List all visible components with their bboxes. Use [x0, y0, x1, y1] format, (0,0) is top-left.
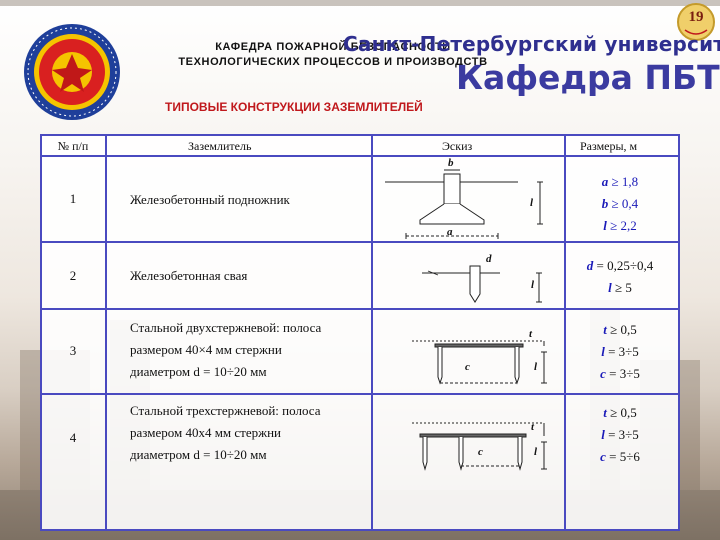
row-1-dim-a: a ≥ 1,8	[601, 174, 639, 189]
row-1-label-a: a	[447, 226, 453, 238]
row-1-label-b: b	[448, 157, 454, 169]
row-4-dim-t: t ≥ 0,5	[603, 405, 637, 420]
row-1-name: Железобетонный подножник	[130, 192, 290, 207]
col-header-grounding: Заземлитель	[188, 139, 252, 153]
row-2-name: Железобетонная свая	[130, 268, 248, 283]
row-1-dimensions: a ≥ 1,8 b ≥ 0,4 l ≥ 2,2	[565, 171, 675, 237]
row-2-dim-l: l ≥ 5	[608, 280, 632, 295]
row-2-number: 2	[69, 268, 77, 283]
sketch-footing	[385, 169, 543, 239]
col-header-number: № п/п	[57, 139, 89, 153]
row-3-number: 3	[69, 343, 77, 358]
row-3-label-t: t	[529, 328, 533, 340]
page-number: 19	[688, 9, 704, 25]
row-4-dimensions: t ≥ 0,5 l = 3÷5 c = 5÷6	[565, 402, 675, 468]
row-1-label-l: l	[530, 197, 534, 209]
row-3-dimensions: t ≥ 0,5 l = 3÷5 c = 3÷5	[565, 319, 675, 385]
row-4-name-line-1: Стальной трехстержневой: полоса	[130, 403, 321, 418]
row-4-name-line-2: размером 40х4 мм стержни	[130, 425, 282, 440]
row-3-dim-t: t ≥ 0,5	[603, 322, 637, 337]
row-3-dim-l: l = 3÷5	[601, 344, 639, 359]
grounding-table: № п/п Заземлитель Эскиз Размеры, м 1 Жел…	[40, 134, 680, 531]
col-header-dimensions: Размеры, м	[580, 139, 638, 153]
chair-watermark: Кафедра ПБТ	[456, 58, 720, 97]
row-2-label-l: l	[531, 279, 535, 291]
row-4-label-t: t	[531, 421, 535, 433]
row-3-name-line-1: Стальной двухстержневой: полоса	[130, 320, 322, 335]
row-1-dim-l: l ≥ 2,2	[603, 218, 637, 233]
top-bar	[0, 0, 720, 6]
row-2-dim-d: d = 0,25÷0,4	[586, 258, 654, 273]
row-1-dim-b: b ≥ 0,4	[601, 196, 639, 211]
row-3-name-line-3: диаметром d = 10÷20 мм	[130, 364, 267, 379]
table-grid	[40, 134, 680, 531]
row-1-number: 1	[69, 191, 77, 206]
page-title: ТИПОВЫЕ КОНСТРУКЦИИ ЗАЗЕМЛИТЕЛЕЙ	[165, 100, 423, 114]
row-2-dimensions: d = 0,25÷0,4 l ≥ 5	[565, 255, 675, 299]
department-line-1: КАФЕДРА ПОЖАРНОЙ БЕЗОПАСНОСТИ	[215, 41, 451, 53]
sketch-two-rod	[412, 340, 547, 385]
sketch-three-rod	[412, 422, 547, 471]
page-number-badge-icon	[677, 3, 715, 41]
row-4-dim-c: c = 5÷6	[600, 449, 640, 464]
row-4-name-line-3: диаметром d = 10÷20 мм	[130, 447, 267, 462]
row-4-label-c: c	[478, 446, 483, 458]
sketch-pile	[422, 265, 542, 303]
row-4-name: Стальной трехстержневой: полоса размером…	[130, 400, 380, 466]
row-3-name-line-2: размером 40×4 мм стержни	[130, 342, 282, 357]
row-4-number: 4	[69, 430, 77, 445]
col-header-sketch: Эскиз	[442, 139, 473, 153]
row-2-label-d: d	[486, 253, 492, 265]
university-name: Санкт-Петербургский университет	[343, 32, 720, 56]
row-4-label-l: l	[534, 446, 538, 458]
department-name: КАФЕДРА ПОЖАРНОЙ БЕЗОПАСНОСТИ ТЕХНОЛОГИЧ…	[128, 40, 538, 70]
row-3-label-c: c	[465, 361, 470, 373]
row-3-label-l: l	[534, 361, 538, 373]
row-4-dim-l: l = 3÷5	[601, 427, 639, 442]
university-emblem-icon	[24, 24, 120, 120]
row-3-name: Стальной двухстержневой: полоса размером…	[130, 317, 380, 383]
row-3-dim-c: c = 3÷5	[600, 366, 640, 381]
department-line-2: ТЕХНОЛОГИЧЕСКИХ ПРОЦЕССОВ И ПРОИЗВОДСТВ	[178, 56, 488, 68]
